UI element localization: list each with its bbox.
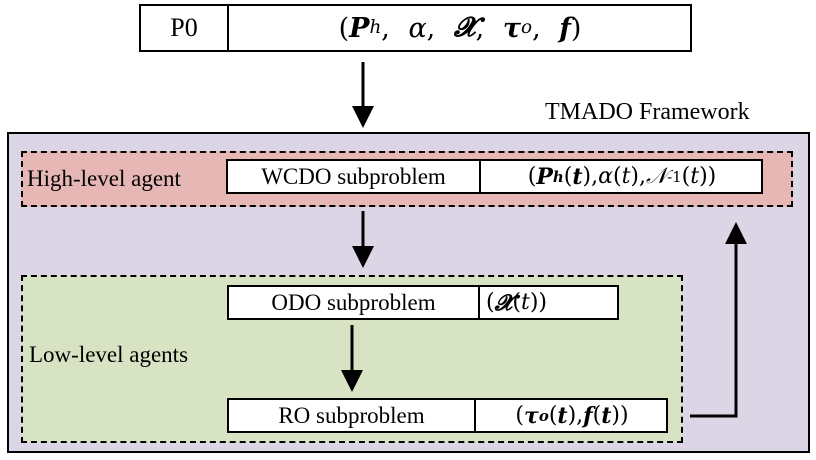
odo-subproblem-box	[227, 285, 619, 320]
problem-p0-box	[139, 4, 692, 52]
odo-params: (𝓧(t))	[486, 289, 547, 316]
arrow-high-to-low	[352, 211, 374, 268]
wcdo-subproblem-box	[226, 159, 763, 194]
arrow-feedback-ro-to-high	[690, 222, 747, 418]
wcdo-subproblem-label: WCDO subproblem	[228, 161, 481, 192]
ro-subproblem-label: RO subproblem	[229, 400, 476, 431]
problem-label: P0	[141, 6, 229, 50]
arrow-p0-to-framework	[352, 62, 374, 128]
framework-title: TMADO Framework	[545, 98, 750, 125]
arrow-odo-to-ro	[341, 325, 363, 392]
low-level-agents-label: Low-level agents	[29, 342, 189, 367]
ro-subproblem-box	[227, 398, 668, 433]
high-level-agent-label: High-level agent	[27, 166, 181, 191]
odo-subproblem-label: ODO subproblem	[229, 287, 480, 318]
